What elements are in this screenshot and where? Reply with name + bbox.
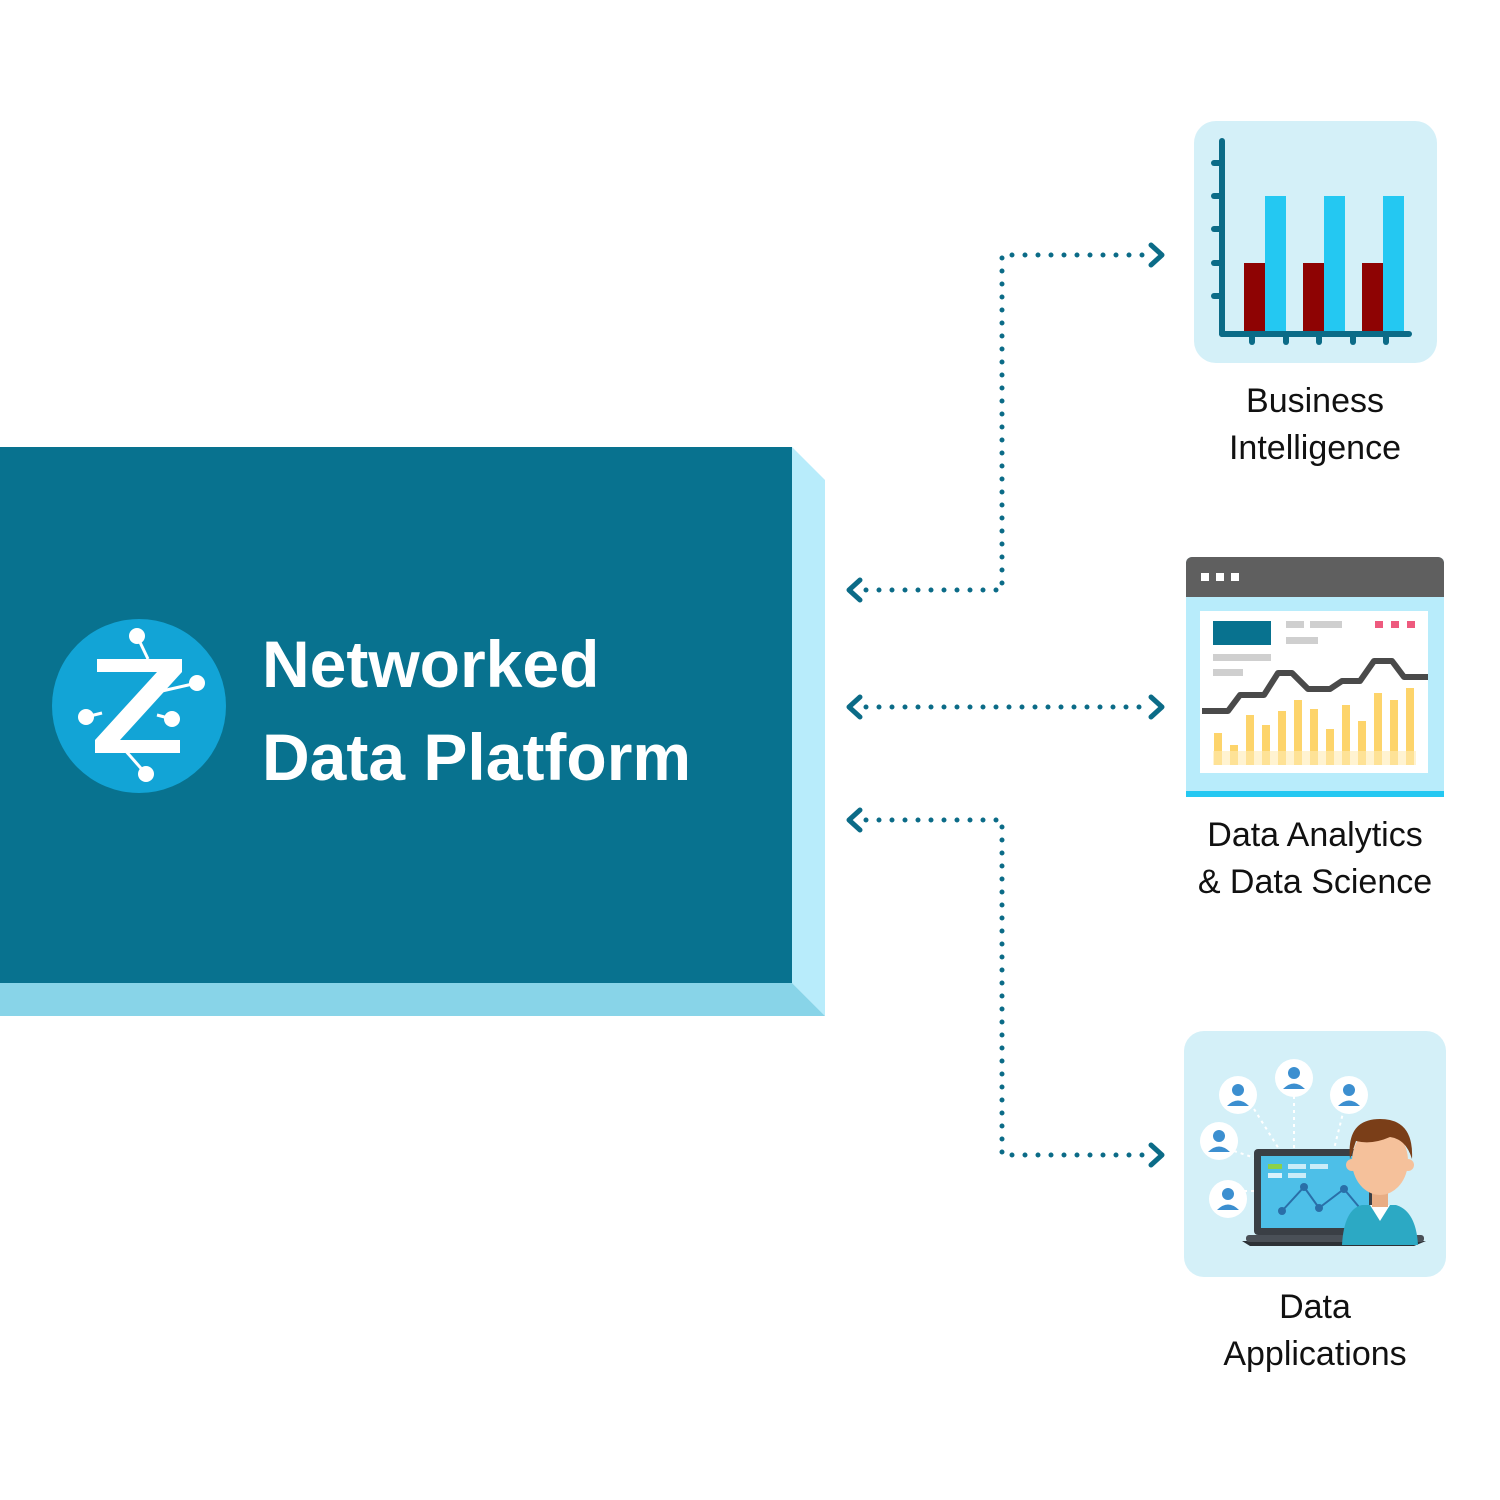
platform-title-line1: Networked [262, 627, 600, 701]
platform-title-line2: Data Platform [262, 720, 692, 794]
label-line2: & Data Science [1197, 863, 1433, 901]
user-avatar-icon [1275, 1059, 1313, 1097]
label-data-analytics: Data Analytics & Data Science [1165, 812, 1465, 906]
platform-bevel-right [792, 447, 825, 1016]
label-line2: Intelligence [1228, 429, 1401, 467]
label-line1: Data [1279, 1288, 1351, 1326]
arrow-right-icon [1148, 694, 1165, 720]
label-data-applications: Data Applications [1165, 1284, 1465, 1378]
platform-bevel-bottom [0, 983, 825, 1016]
arrow-left-icon [846, 807, 863, 833]
bar-chart-icon [1194, 121, 1437, 363]
user-avatar-icon [1209, 1180, 1247, 1218]
arrow-right-icon [1148, 1142, 1165, 1168]
arrow-right-icon [1148, 242, 1165, 268]
z-network-logo-icon [52, 619, 226, 793]
connector-data-applications [863, 817, 1155, 1158]
platform-title: Networked Data Platform [262, 618, 782, 804]
user-avatar-icon [1330, 1076, 1368, 1114]
label-line1: Business [1246, 382, 1384, 420]
user-avatar-icon [1219, 1076, 1257, 1114]
arrow-left-icon [846, 577, 863, 603]
label-business-intelligence: Business Intelligence [1165, 378, 1465, 472]
label-line2: Applications [1223, 1335, 1407, 1373]
user-avatar-icon [1200, 1122, 1238, 1160]
dashboard-window-icon [1186, 557, 1444, 797]
users-network-icon [1184, 1031, 1446, 1277]
connector-business-intelligence [863, 252, 1155, 593]
arrow-left-icon [846, 694, 863, 720]
label-line1: Data Analytics [1207, 816, 1423, 854]
